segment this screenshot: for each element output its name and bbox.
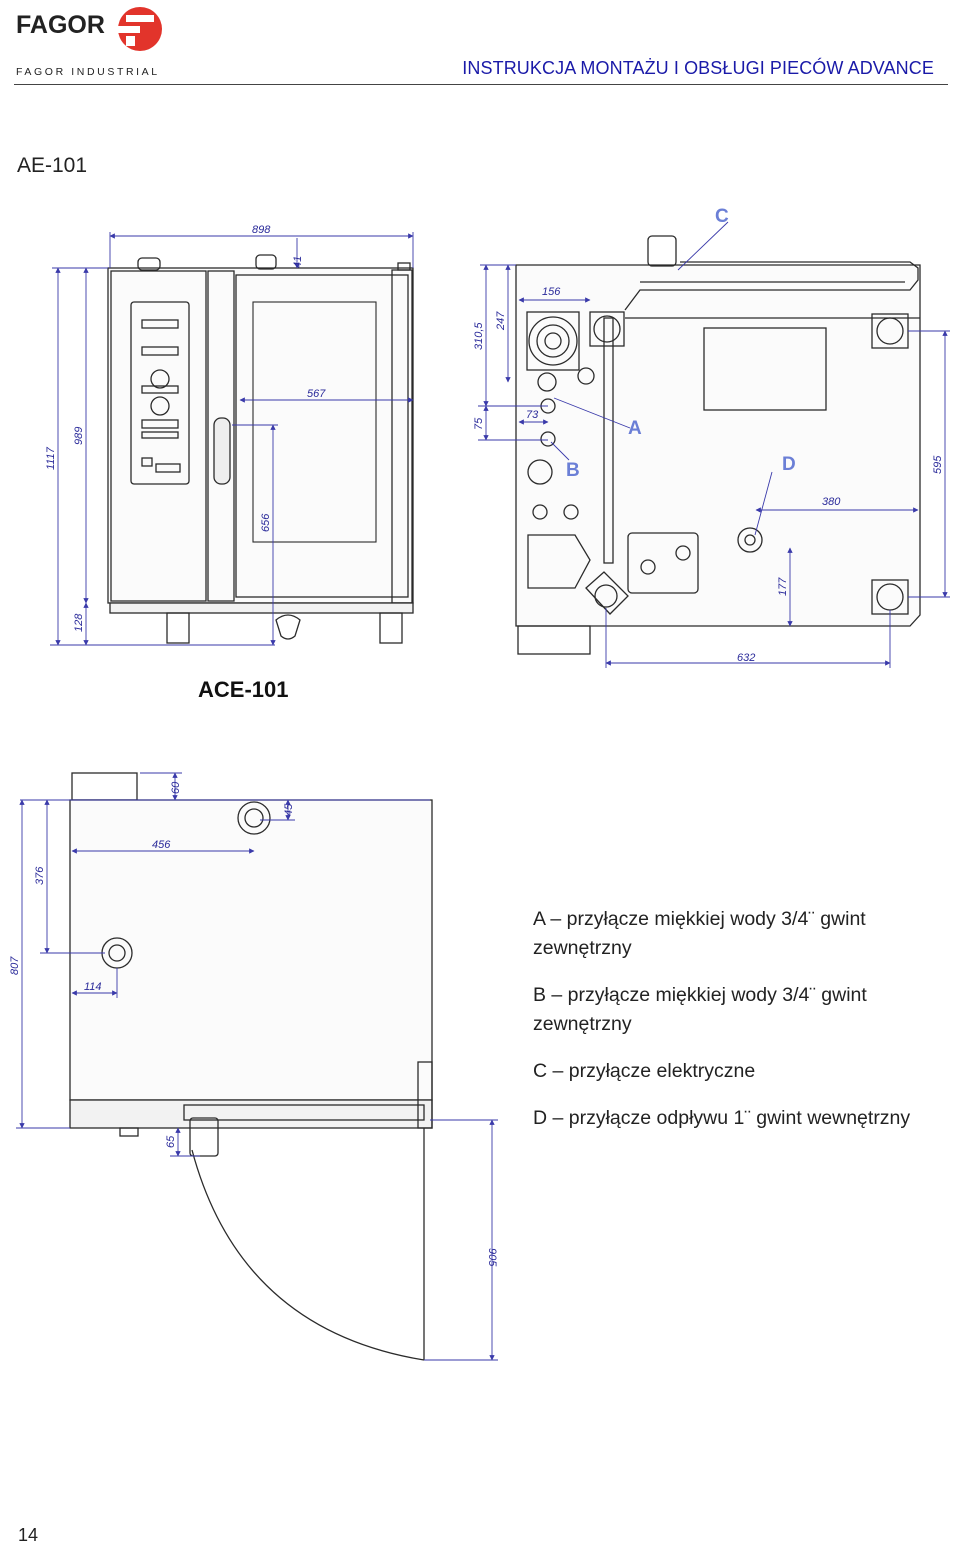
- rear-view: [515, 235, 921, 655]
- letter-d: D: [782, 454, 796, 475]
- rear-dimension-labels: 156 310,5 247 75 73 380 595 177 632 C A …: [473, 206, 944, 664]
- dim-door-swing: 905: [486, 1248, 498, 1267]
- dim-top-front: 41: [292, 256, 304, 268]
- dim-width-456: 456: [152, 839, 171, 851]
- logo-emblem-icon: [118, 7, 162, 51]
- dim-top-offset: 156: [542, 286, 561, 298]
- front-dimension-labels: 898 41 1117 989 128 567 656: [45, 224, 326, 632]
- dim-legs: 128: [73, 613, 85, 632]
- dim-handle-height: 656: [260, 513, 272, 532]
- letter-b: B: [566, 460, 580, 481]
- connection-legend: A – przyłącze miękkiej wody 3/4¨ gwint z…: [533, 905, 953, 1151]
- document-title: INSTRUKCJA MONTAŻU I OBSŁUGI PIECÓW ADVA…: [462, 58, 934, 78]
- page-number: 14: [18, 1525, 39, 1545]
- dim-top-box: 60: [170, 781, 182, 794]
- model-label: ACE-101: [198, 677, 288, 702]
- logo-subtext: FAGOR INDUSTRIAL: [16, 66, 160, 78]
- dim-drain-offset: 380: [822, 496, 841, 508]
- dim-height-807: 807: [9, 956, 21, 975]
- top-dimension-lines: [16, 772, 498, 1361]
- dim-door-inner: 567: [307, 388, 326, 400]
- dim-drain-height: 177: [777, 577, 789, 596]
- top-dimension-labels: 60 45 456 376 807 114 65 905: [9, 781, 498, 1267]
- dim-conn-offset: 45: [283, 803, 295, 816]
- dim-right-height: 595: [932, 455, 944, 474]
- dim-door-65: 65: [165, 1135, 177, 1148]
- dim-conn-114: 114: [84, 981, 102, 993]
- front-view: [107, 254, 414, 644]
- letter-a: A: [628, 418, 642, 439]
- rear-dimension-lines: [478, 221, 950, 668]
- logo-wordmark: FAGOR: [16, 11, 105, 39]
- dim-h2: 247: [495, 311, 507, 331]
- letter-c: C: [715, 206, 729, 227]
- model-code: AE-101: [17, 154, 88, 177]
- dim-height-total: 1117: [45, 446, 57, 470]
- dim-left-376: 376: [34, 866, 46, 885]
- legend-item-b: B – przyłącze miękkiej wody 3/4¨ gwint z…: [533, 984, 867, 1035]
- dim-h3: 75: [473, 417, 485, 430]
- header-divider: [14, 84, 948, 85]
- legend-item-d: D – przyłącze odpływu 1¨ gwint wewnętrzn…: [533, 1107, 911, 1129]
- legend-item-c: C – przyłącze elektryczne: [533, 1060, 756, 1082]
- top-view: [69, 772, 433, 1361]
- fagor-logo: FAGOR FAGOR INDUSTRIAL: [14, 6, 164, 78]
- dim-width-front: 898: [252, 224, 271, 236]
- dim-body-height: 989: [73, 427, 85, 445]
- legend-item-a: A – przyłącze miękkiej wody 3/4¨ gwint z…: [533, 908, 866, 959]
- dim-h1: 310,5: [473, 322, 485, 350]
- dim-bottom-width: 632: [737, 652, 755, 664]
- front-dimension-lines: [50, 232, 414, 646]
- dim-gap: 73: [526, 409, 539, 421]
